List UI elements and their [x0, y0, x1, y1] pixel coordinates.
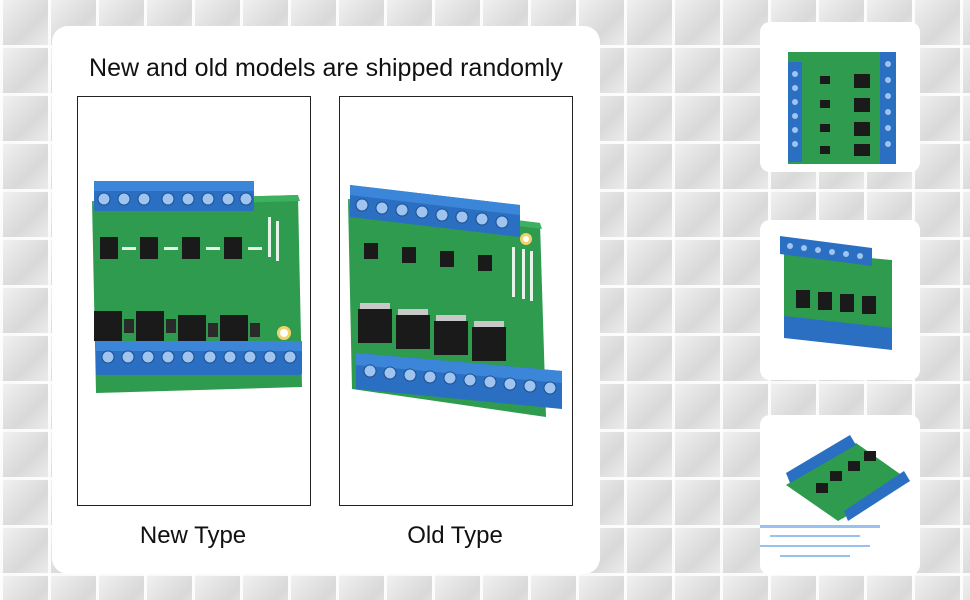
new-type-frame — [77, 96, 311, 506]
old-type-board-image — [348, 185, 562, 417]
thumbnail-top-view[interactable] — [760, 22, 920, 172]
board-angle-view-image — [780, 236, 892, 350]
thumbnail-angle-view[interactable] — [760, 220, 920, 380]
board-side-view-image — [760, 435, 910, 557]
old-type-frame — [339, 96, 573, 506]
new-type-board-image — [92, 181, 302, 393]
comparison-panel: New and old models are shipped randomly — [52, 26, 600, 574]
board-top-view-image — [788, 52, 896, 164]
new-type-caption: New Type — [139, 522, 247, 549]
old-type-caption: Old Type — [407, 522, 503, 549]
panel-headline: New and old models are shipped randomly — [89, 54, 563, 82]
thumbnail-side-view[interactable] — [760, 415, 920, 575]
